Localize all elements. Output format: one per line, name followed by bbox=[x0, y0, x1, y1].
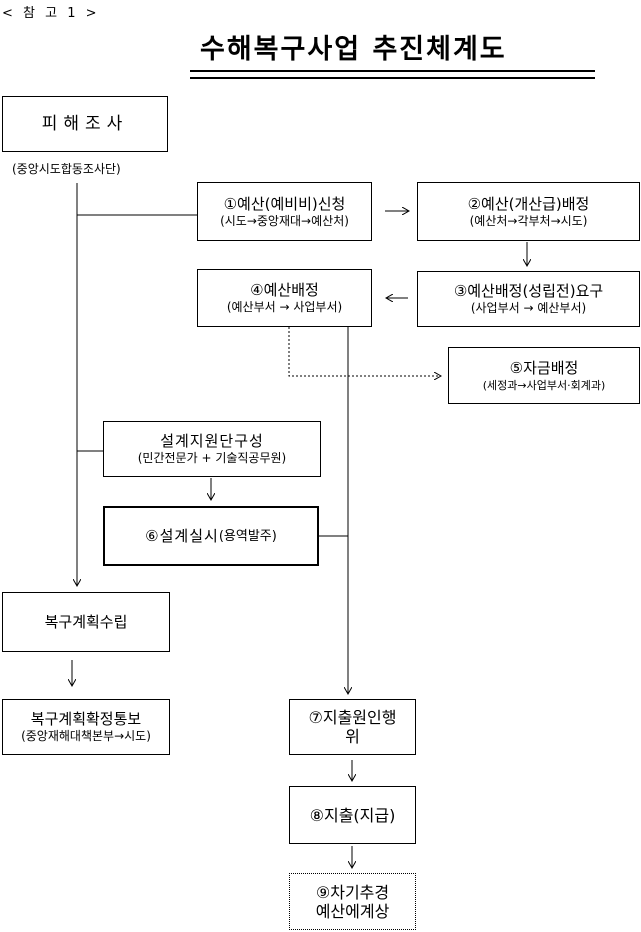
step2-budget-allocation-box: ②예산(개산급)배정 (예산처→각부처→시도) bbox=[417, 182, 640, 241]
step4-label: ④예산배정 bbox=[250, 281, 319, 299]
plan-notice-box: 복구계획확정통보 (중앙재해대책본부→시도) bbox=[2, 699, 170, 755]
step1-sub: (시도→중앙재대→예산처) bbox=[220, 213, 349, 228]
step9-supplementary-budget-box: ⑨차기추경 예산에계상 bbox=[289, 873, 416, 930]
damage-survey-sub: (중앙시도합동조사단) bbox=[12, 162, 121, 176]
step2-sub: (예산처→각부처→시도) bbox=[469, 213, 588, 228]
damage-survey-label: 피해조사 bbox=[41, 113, 129, 134]
step7-label-line1: ⑦지출원인행 bbox=[308, 708, 397, 727]
step6-label: ⑥설계실시 bbox=[145, 526, 219, 545]
step1-budget-request-box: ①예산(예비비)신청 (시도→중앙재대→예산처) bbox=[197, 182, 372, 241]
arrow-step4-step5 bbox=[288, 327, 441, 376]
reference-label: < 참 고 1 > bbox=[2, 6, 100, 21]
design-support-team-box: 설계지원단구성 (민간전문가 + 기술직공무원) bbox=[103, 421, 321, 477]
step6-sub: (용역발주) bbox=[218, 528, 277, 544]
step4-budget-assignment-box: ④예산배정 (예산부서 → 사업부서) bbox=[197, 269, 372, 327]
page-title: 수해복구사업 추진체계도 bbox=[200, 34, 507, 65]
step6-design-box: ⑥설계실시 (용역발주) bbox=[103, 506, 319, 566]
step4-sub: (예산부서 → 사업부서) bbox=[226, 300, 343, 314]
step5-label: ⑤자금배정 bbox=[509, 358, 579, 377]
step9-label-line1: ⑨차기추경 bbox=[315, 882, 390, 902]
step7-expenditure-cause-box: ⑦지출원인행 위 bbox=[289, 699, 416, 755]
step5-fund-allocation-box: ⑤자금배정 (세정과→사업부서·회계과) bbox=[448, 347, 640, 404]
design-team-sub: (민간전문가 + 기술직공무원) bbox=[137, 451, 287, 465]
step1-label: ①예산(예비비)신청 bbox=[223, 194, 346, 213]
step7-label-line2: 위 bbox=[345, 727, 360, 746]
step8-expenditure-box: ⑧지출(지급) bbox=[289, 786, 416, 844]
step3-label: ③예산배정(성립전)요구 bbox=[453, 282, 604, 300]
damage-survey-box: 피해조사 bbox=[2, 96, 168, 152]
plan-notice-label: 복구계획확정통보 bbox=[30, 710, 142, 728]
title-underline bbox=[190, 70, 595, 79]
step3-sub: (사업부서 → 예산부서) bbox=[470, 301, 587, 315]
step9-label-line2: 예산에계상 bbox=[315, 901, 390, 921]
step8-label: ⑧지출(지급) bbox=[309, 805, 396, 825]
recovery-plan-label: 복구계획수립 bbox=[44, 612, 128, 631]
design-team-label: 설계지원단구성 bbox=[160, 432, 264, 450]
plan-notice-sub: (중앙재해대책본부→시도) bbox=[21, 729, 151, 743]
step3-budget-demand-box: ③예산배정(성립전)요구 (사업부서 → 예산부서) bbox=[417, 271, 640, 327]
step5-sub: (세정과→사업부서·회계과) bbox=[482, 378, 606, 392]
step2-label: ②예산(개산급)배정 bbox=[467, 194, 590, 213]
recovery-plan-box: 복구계획수립 bbox=[2, 592, 170, 652]
